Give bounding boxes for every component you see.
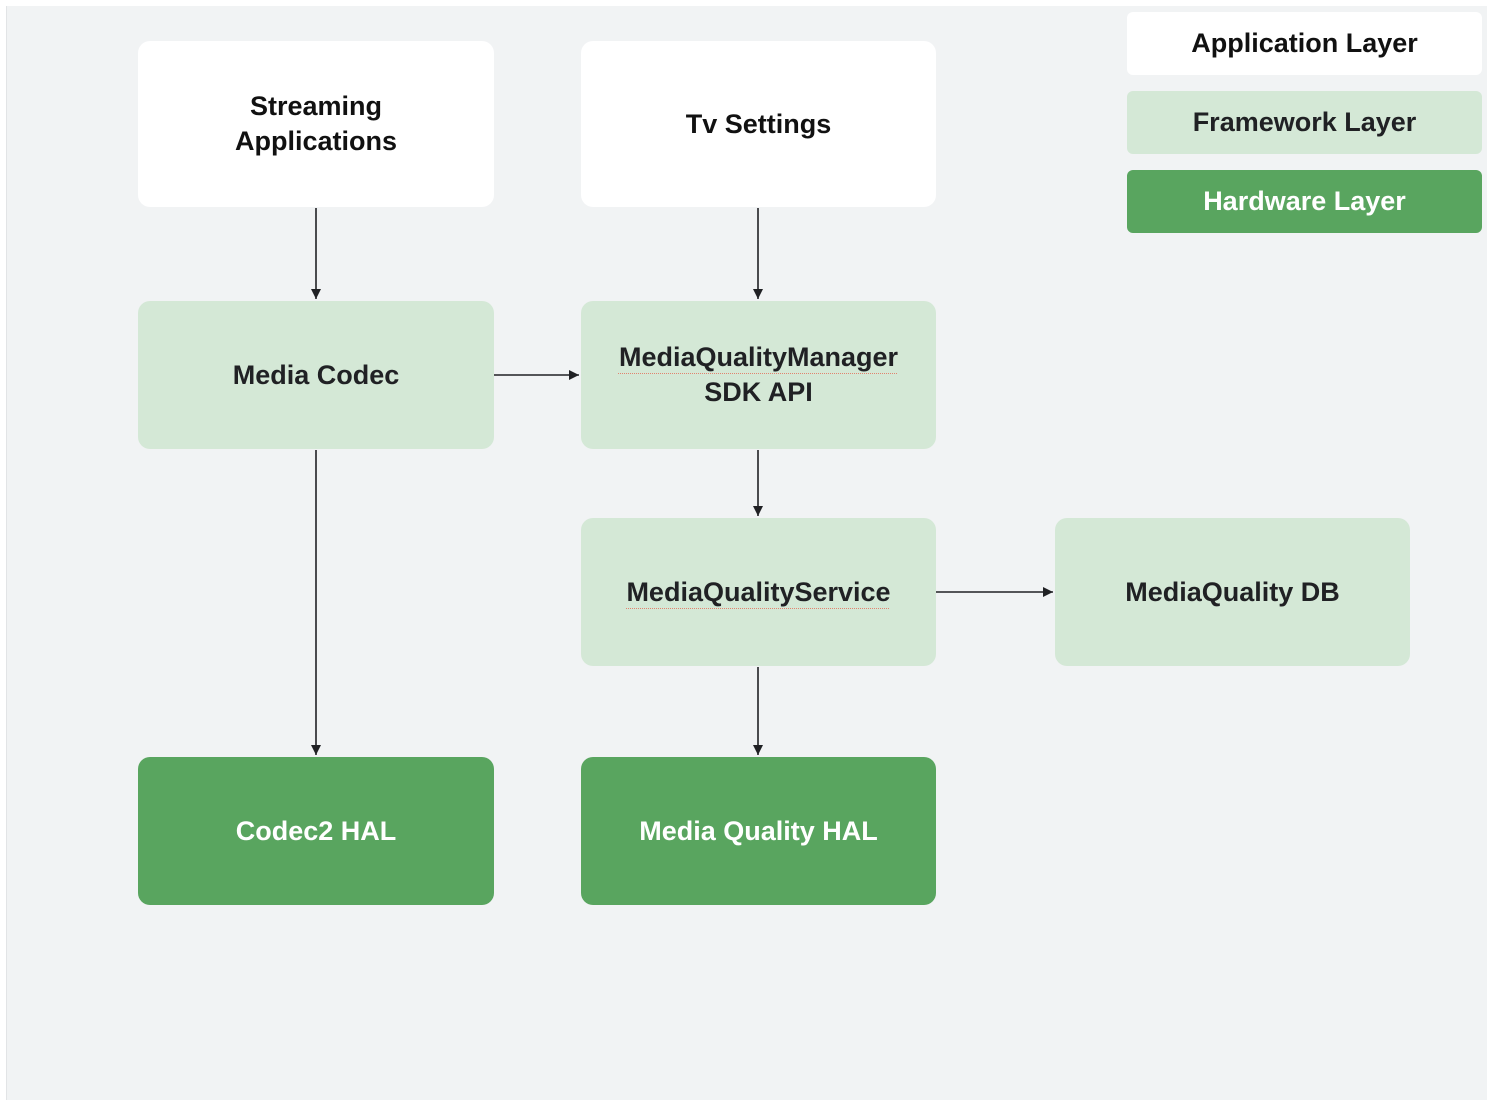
node-media-quality-service-label: MediaQualityService [626, 576, 891, 607]
legend-framework-layer: Framework Layer [1127, 91, 1482, 154]
legend-framework-label: Framework Layer [1192, 107, 1417, 137]
node-media-quality-manager: MediaQualityManager SDK API [581, 301, 936, 449]
node-streaming-applications-label: Streaming Applications [234, 91, 397, 156]
legend-application-label: Application Layer [1191, 28, 1418, 58]
node-streaming-applications: Streaming Applications [138, 41, 494, 207]
node-media-quality-hal-label: Media Quality HAL [639, 815, 878, 846]
node-media-codec: Media Codec [138, 301, 494, 449]
legend-hardware-label: Hardware Layer [1203, 186, 1406, 216]
node-media-quality-hal: Media Quality HAL [581, 757, 936, 905]
node-media-quality-db: MediaQuality DB [1055, 518, 1410, 666]
node-media-quality-db-label: MediaQuality DB [1125, 576, 1340, 607]
node-tv-settings-label: Tv Settings [685, 108, 832, 139]
node-media-codec-label: Media Codec [232, 359, 400, 390]
node-codec2-hal-label: Codec2 HAL [235, 815, 397, 846]
node-codec2-hal: Codec2 HAL [138, 757, 494, 905]
node-media-quality-manager-label-line1: MediaQualityManager [618, 342, 899, 372]
node-media-quality-manager-label-line2: SDK API [704, 377, 813, 407]
legend-hardware-layer: Hardware Layer [1127, 170, 1482, 233]
legend-application-layer: Application Layer [1127, 12, 1482, 75]
node-media-quality-service: MediaQualityService [581, 518, 936, 666]
node-tv-settings: Tv Settings [581, 41, 936, 207]
